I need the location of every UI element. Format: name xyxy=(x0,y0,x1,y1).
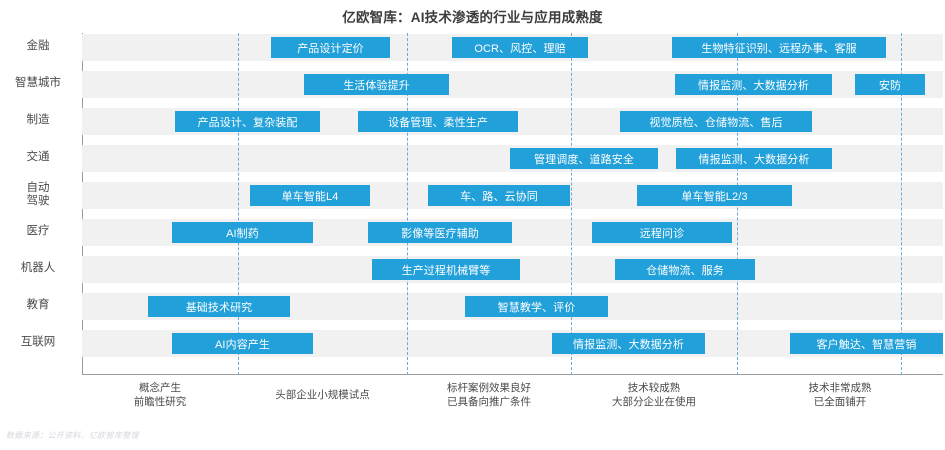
phase-label-line2: 大部分企业在使用 xyxy=(612,396,696,408)
bar-智慧城市-2[interactable]: 情报监测、大数据分析 xyxy=(675,74,832,95)
bar-智慧城市-3[interactable]: 安防 xyxy=(855,74,925,95)
phase-label-phase-3: 标杆案例效果良好已具备向推广条件 xyxy=(407,381,571,409)
bar-教育-1[interactable]: 基础技术研究 xyxy=(148,296,290,317)
category-label-line: 自动 xyxy=(26,182,50,194)
bar-医疗-1[interactable]: AI制药 xyxy=(172,222,313,243)
bar-自动驾驶-3[interactable]: 单车智能L2/3 xyxy=(637,185,792,206)
bar-机器人-2[interactable]: 仓储物流、服务 xyxy=(615,259,755,280)
category-label-line: 机器人 xyxy=(20,262,56,274)
phase-label-line2: 前瞻性研究 xyxy=(133,396,187,408)
bar-互联网-3[interactable]: 客户触达、智慧营销 xyxy=(790,333,943,354)
phase-label-line1: 头部企业小规模试点 xyxy=(275,389,370,401)
category-label-line: 制造 xyxy=(26,114,50,126)
category-label-line: 教育 xyxy=(26,299,50,311)
bar-智慧城市-1[interactable]: 生活体验提升 xyxy=(304,74,449,95)
category-label-line: 互联网 xyxy=(20,336,56,348)
phase-divider-1 xyxy=(238,33,239,375)
category-label-互联网: 互联网 xyxy=(0,336,76,349)
phase-label-phase-2: 头部企业小规模试点 xyxy=(238,388,407,402)
phase-divider-2 xyxy=(407,33,408,375)
category-label-line: 交通 xyxy=(26,151,50,163)
category-label-医疗: 医疗 xyxy=(0,225,76,238)
phase-label-line1: 技术非常成熟 xyxy=(808,382,872,394)
category-label-教育: 教育 xyxy=(0,299,76,312)
category-label-智慧城市: 智慧城市 xyxy=(0,77,76,90)
bar-医疗-2[interactable]: 影像等医疗辅助 xyxy=(368,222,512,243)
category-label-金融: 金融 xyxy=(0,40,76,53)
category-label-交通: 交通 xyxy=(0,151,76,164)
category-label-机器人: 机器人 xyxy=(0,262,76,275)
category-label-制造: 制造 xyxy=(0,114,76,127)
bar-金融-3[interactable]: 生物特征识别、远程办事、客服 xyxy=(672,37,886,58)
phase-label-phase-5: 技术非常成熟已全面铺开 xyxy=(737,381,943,409)
phase-label-line1: 标杆案例效果良好 xyxy=(447,382,531,394)
phase-label-line1: 概念产生 xyxy=(139,382,181,394)
category-label-line: 驾驶 xyxy=(26,195,50,207)
bar-教育-2[interactable]: 智慧教学、评价 xyxy=(465,296,608,317)
phase-divider-3 xyxy=(571,33,572,375)
phase-divider-5 xyxy=(901,33,902,375)
bar-金融-2[interactable]: OCR、风控、理赔 xyxy=(452,37,588,58)
phase-label-phase-1: 概念产生前瞻性研究 xyxy=(82,381,238,409)
bar-医疗-3[interactable]: 远程问诊 xyxy=(592,222,732,243)
bar-互联网-1[interactable]: AI内容产生 xyxy=(172,333,313,354)
phase-label-line2: 已全面铺开 xyxy=(813,396,867,408)
bar-金融-1[interactable]: 产品设计定价 xyxy=(271,37,390,58)
bar-交通-2[interactable]: 情报监测、大数据分析 xyxy=(676,148,832,169)
x-axis-line xyxy=(82,374,943,375)
category-label-line: 智慧城市 xyxy=(15,77,61,89)
bar-交通-1[interactable]: 管理调度、道路安全 xyxy=(510,148,658,169)
category-label-line: 医疗 xyxy=(26,225,50,237)
category-label-line: 金融 xyxy=(26,40,50,52)
source-note: 数据来源：公开资料、亿欧智库整理 xyxy=(6,431,139,440)
phase-label-phase-4: 技术较成熟大部分企业在使用 xyxy=(571,381,737,409)
bar-制造-3[interactable]: 视觉质检、仓储物流、售后 xyxy=(620,111,812,132)
bar-制造-2[interactable]: 设备管理、柔性生产 xyxy=(358,111,518,132)
page-title: 亿欧智库：AI技术渗透的行业与应用成熟度 xyxy=(342,10,603,25)
bar-机器人-1[interactable]: 生产过程机械臂等 xyxy=(372,259,520,280)
bar-自动驾驶-1[interactable]: 单车智能L4 xyxy=(250,185,370,206)
phase-label-line2: 已具备向推广条件 xyxy=(447,396,531,408)
bar-制造-1[interactable]: 产品设计、复杂装配 xyxy=(175,111,320,132)
category-label-自动驾驶: 自动驾驶 xyxy=(0,182,76,208)
bar-自动驾驶-2[interactable]: 车、路、云协同 xyxy=(428,185,570,206)
phase-label-line1: 技术较成熟 xyxy=(627,382,681,394)
bar-互联网-2[interactable]: 情报监测、大数据分析 xyxy=(552,333,705,354)
